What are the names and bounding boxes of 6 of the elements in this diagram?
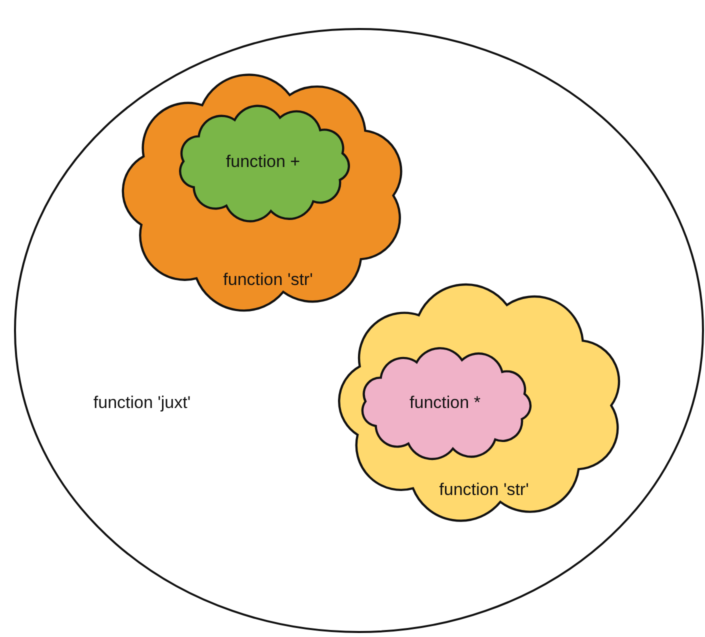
- node-label: function 'str': [223, 270, 313, 290]
- node-label: function *: [410, 393, 480, 413]
- node-label: function 'str': [439, 480, 529, 500]
- node-label: function 'juxt': [93, 393, 191, 413]
- ellipse-shape: [14, 28, 704, 633]
- node-label: function +: [226, 152, 300, 172]
